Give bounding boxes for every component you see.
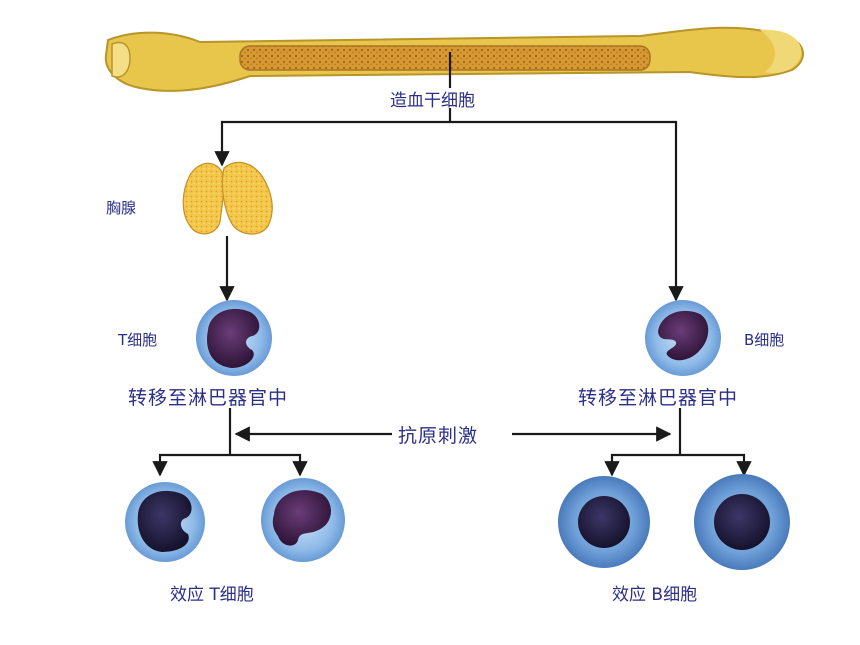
thymus-label: 胸腺 (106, 199, 137, 217)
t-cell (196, 300, 272, 376)
effector-b-cell-label: 效应 B细胞 (612, 585, 698, 605)
thymus-organ (182, 161, 273, 235)
b-cell (645, 300, 721, 376)
bone-marrow (239, 45, 651, 71)
effector-t-cell-label: 效应 T细胞 (170, 585, 254, 605)
bone (104, 26, 804, 92)
t-cell-label: T细胞 (118, 331, 158, 349)
b-cell-label: B细胞 (744, 331, 785, 349)
effector-b-cell-1 (558, 476, 650, 568)
connector-lines (152, 52, 752, 477)
effector-t-cell-1 (125, 482, 205, 562)
antigen-stimulation-label: 抗原刺激 (392, 421, 485, 448)
migrate-right-label: 转移至淋巴器官中 (578, 387, 739, 409)
effector-b-cell-2 (694, 474, 790, 570)
stem-cell-label: 造血干细胞 (390, 91, 475, 111)
effector-t-cell-2 (261, 478, 345, 562)
migrate-left-label: 转移至淋巴器官中 (128, 387, 289, 409)
